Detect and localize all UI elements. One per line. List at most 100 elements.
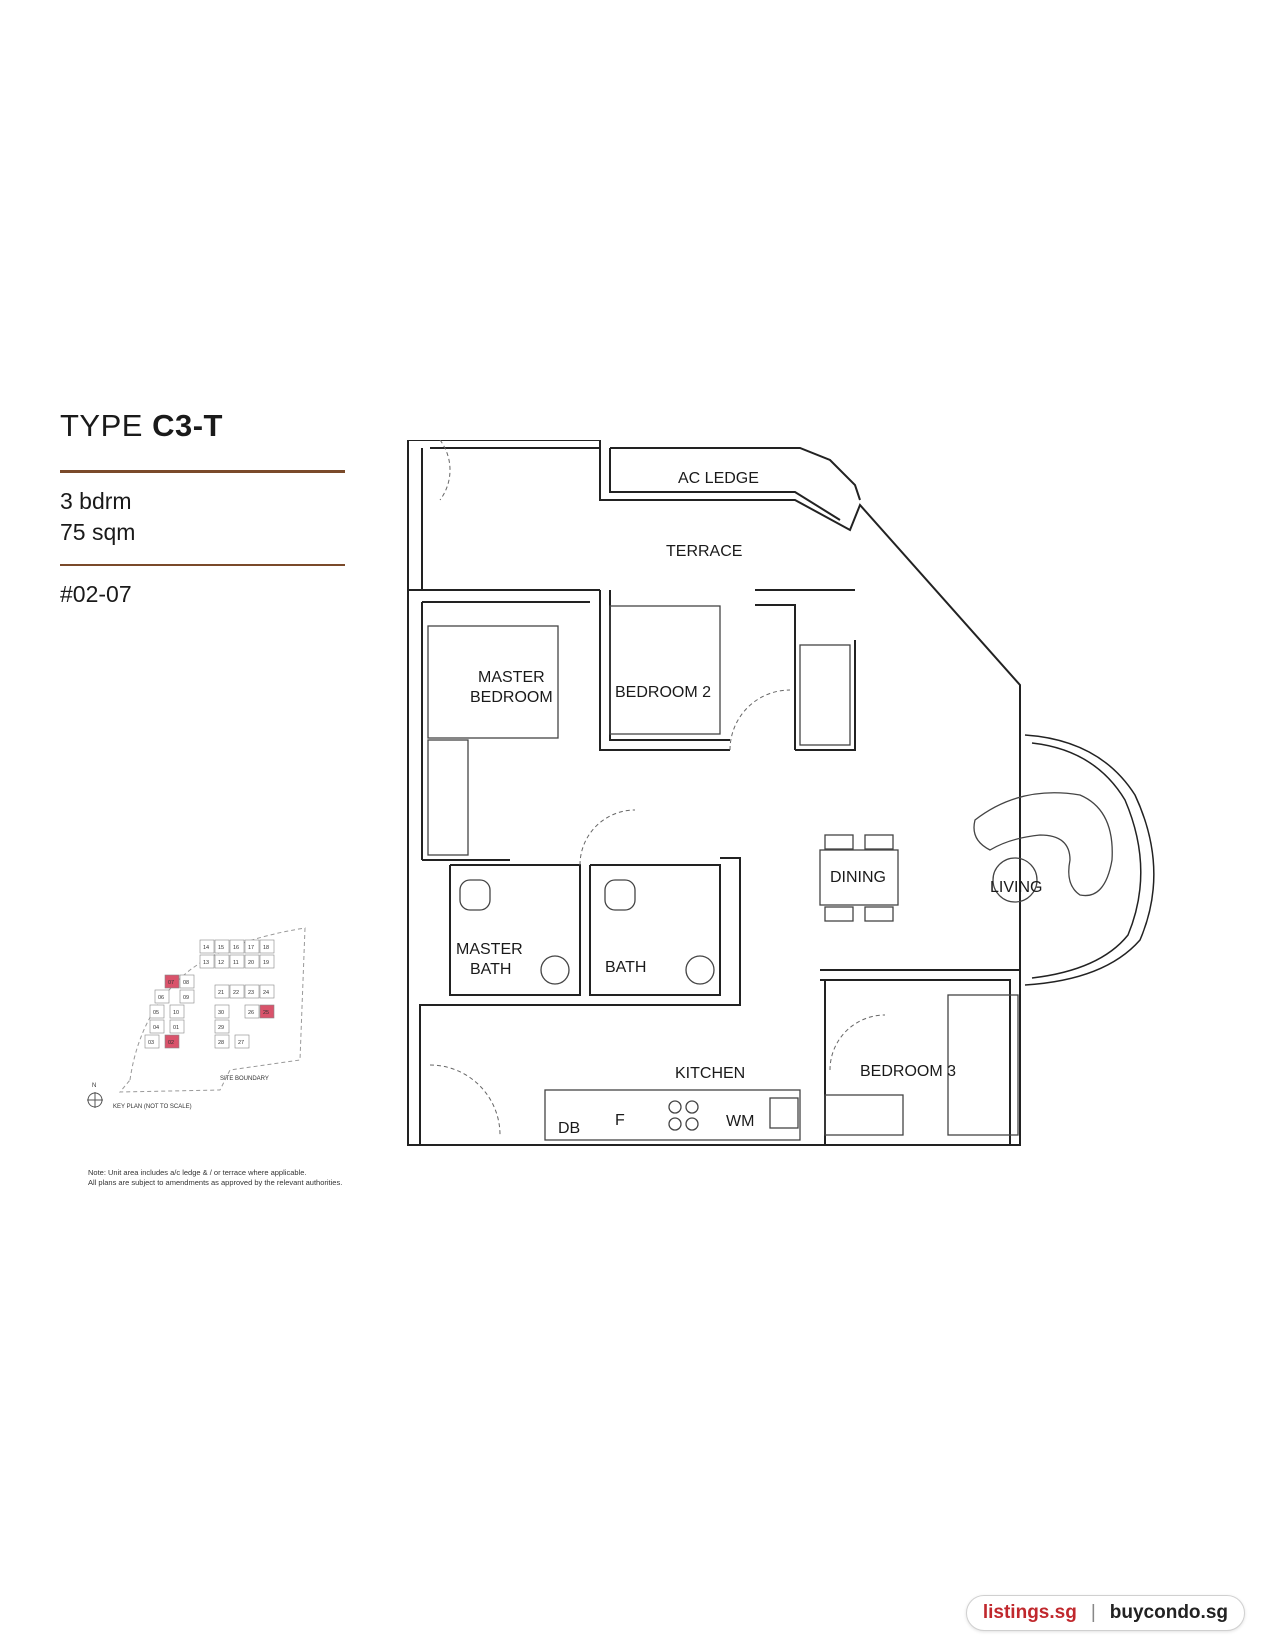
key-plan-unit xyxy=(149,1004,165,1019)
key-plan-unit xyxy=(259,1004,275,1019)
footer-site-2[interactable]: buycondo.sg xyxy=(1109,1602,1228,1623)
label-living: LIVING xyxy=(990,879,1042,896)
bedroom3-wardrobe xyxy=(824,1094,904,1136)
key-plan-unit xyxy=(199,954,215,969)
key-plan-unit-label: 16 xyxy=(233,945,239,951)
key-plan-unit xyxy=(229,939,245,954)
label-master-bath-2: BATH xyxy=(470,961,511,978)
dining-set xyxy=(819,834,899,922)
floor-plan-drawing: AC LEDGE TERRACE MASTER BEDROOM BEDROOM … xyxy=(407,439,1155,1146)
master-wardrobe xyxy=(427,739,469,856)
terrace-door xyxy=(439,439,451,501)
key-plan-unit-label: 07 xyxy=(168,980,174,986)
key-plan-unit xyxy=(214,939,230,954)
footer-site-1[interactable]: listings.sg xyxy=(982,1602,1077,1623)
label-bath: BATH xyxy=(605,959,646,976)
footer-separator: | xyxy=(1090,1602,1096,1623)
label-master-bath-1: MASTER xyxy=(456,941,523,958)
unit-type-title: TYPE C3-T xyxy=(60,410,345,441)
key-plan-unit xyxy=(169,1004,185,1019)
key-plan-unit xyxy=(259,954,275,969)
site-boundary-label: SITE BOUNDARY xyxy=(220,1076,269,1082)
key-plan-unit-label: 08 xyxy=(183,980,189,986)
sofa xyxy=(973,792,1113,897)
terrace-boundary xyxy=(408,439,1021,730)
master-bath-basin xyxy=(540,955,570,985)
key-plan-unit-label: 12 xyxy=(218,960,224,966)
bedroom2-wardrobe xyxy=(799,644,851,746)
key-plan-unit-label: 13 xyxy=(203,960,209,966)
key-plan-unit-label: 22 xyxy=(233,990,239,996)
floor-plan: AC LEDGE TERRACE MASTER BEDROOM BEDROOM … xyxy=(400,439,1230,1220)
bath-wall xyxy=(589,864,721,996)
footer-badge: listings.sg | buycondo.sg xyxy=(965,1595,1245,1631)
bedroom2-door xyxy=(729,689,791,751)
title-divider xyxy=(60,470,345,473)
master-bed xyxy=(427,625,559,739)
bath-basin xyxy=(685,955,715,985)
label-bedroom-3: BEDROOM 3 xyxy=(860,1063,956,1080)
label-master-bedroom-1: MASTER xyxy=(478,669,545,686)
key-plan-unit-label: 04 xyxy=(153,1025,159,1031)
label-master-bedroom-2: BEDROOM xyxy=(470,689,553,706)
key-plan-unit-label: 05 xyxy=(153,1010,159,1016)
label-kitchen: KITCHEN xyxy=(675,1065,745,1082)
bedroom2-wall xyxy=(599,590,730,751)
key-plan-unit-label: 02 xyxy=(168,1040,174,1046)
key-plan-unit xyxy=(144,1034,160,1049)
ac-ledge xyxy=(609,448,841,521)
key-plan-unit-label: 24 xyxy=(263,990,269,996)
label-wm: WM xyxy=(726,1113,754,1130)
kitchen-counter xyxy=(544,1089,801,1141)
key-plan-unit xyxy=(244,1004,260,1019)
key-plan-unit-label: 25 xyxy=(263,1010,269,1016)
key-plan-unit-label: 28 xyxy=(218,1040,224,1046)
key-plan-unit xyxy=(179,989,195,1004)
outer-wall xyxy=(407,440,1021,1146)
key-plan-unit xyxy=(169,1019,185,1034)
key-plan-unit xyxy=(214,1019,230,1034)
type-code: C3-T xyxy=(152,408,223,443)
key-plan-unit-label: 27 xyxy=(238,1040,244,1046)
master-bath-wall xyxy=(449,864,581,996)
key-plan-unit xyxy=(164,974,180,989)
key-plan-unit-label: 30 xyxy=(218,1010,224,1016)
bedroom3-bed xyxy=(947,994,1019,1136)
key-plan-unit-label: 11 xyxy=(233,960,239,966)
living-curved-window xyxy=(1024,734,1155,986)
label-dining: DINING xyxy=(830,869,886,886)
key-plan-unit-label: 14 xyxy=(203,945,209,951)
key-plan-unit-label: 23 xyxy=(248,990,254,996)
key-plan-unit xyxy=(244,984,260,999)
key-plan-unit xyxy=(234,1034,250,1049)
key-plan-unit-label: 29 xyxy=(218,1025,224,1031)
north-label: N xyxy=(92,1083,96,1089)
coffee-table xyxy=(992,857,1038,903)
bedroom3-door xyxy=(829,1014,886,1071)
key-plan-unit xyxy=(179,974,195,989)
key-plan-unit xyxy=(214,984,230,999)
key-plan-unit-label: 06 xyxy=(158,995,164,1001)
key-plan-unit-label: 09 xyxy=(183,995,189,1001)
type-prefix: TYPE xyxy=(60,408,143,443)
bedroom3-wall xyxy=(820,979,1011,1145)
key-plan-note: Note: Unit area includes a/c ledge & / o… xyxy=(88,1168,342,1188)
key-plan-unit xyxy=(149,1019,165,1034)
bath-wc xyxy=(604,879,636,911)
label-terrace: TERRACE xyxy=(666,543,742,560)
key-plan-unit xyxy=(164,1034,180,1049)
key-plan-unit xyxy=(259,984,275,999)
key-plan-unit-label: 01 xyxy=(173,1025,179,1031)
bedroom-count: 3 bdrm xyxy=(60,488,132,514)
key-plan-unit-label: 19 xyxy=(263,960,269,966)
label-db: DB xyxy=(558,1120,580,1137)
key-plan-unit-label: 18 xyxy=(263,945,269,951)
key-plan-unit-label: 03 xyxy=(148,1040,154,1046)
note-line-2: All plans are subject to amendments as a… xyxy=(88,1178,343,1187)
key-plan-unit-label: 20 xyxy=(248,960,254,966)
key-plan-unit-label: 21 xyxy=(218,990,224,996)
key-plan-unit-label: 15 xyxy=(218,945,224,951)
key-plan-unit xyxy=(214,1004,230,1019)
label-ac-ledge: AC LEDGE xyxy=(678,470,759,487)
unit-area: 75 sqm xyxy=(60,519,136,545)
